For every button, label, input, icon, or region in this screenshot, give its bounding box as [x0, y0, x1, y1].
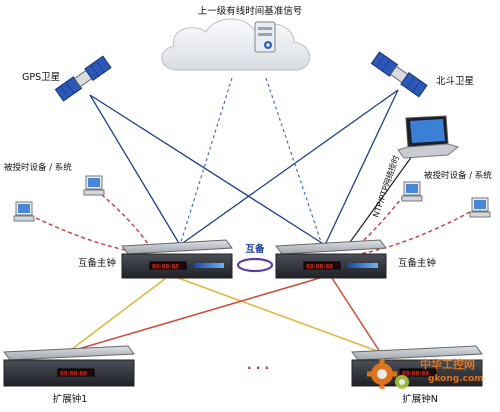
- backup-label: 互备: [245, 243, 265, 255]
- backup-ring: [236, 257, 274, 273]
- beidou-satellite: 北斗卫星: [370, 51, 474, 98]
- gps-satellite: GPS卫星: [22, 55, 112, 102]
- link-master-right-ext1: [67, 274, 331, 353]
- client-left-label: 被授时设备 / 系统: [4, 162, 72, 173]
- link-cloud-master-left: [179, 77, 233, 246]
- client-group-left: 被授时设备 / 系统: [4, 162, 105, 222]
- master-clock-right: 88:88:88 互备主钟: [275, 239, 436, 279]
- satellite-icon: [370, 51, 428, 98]
- link-master-left-extN: [169, 274, 381, 353]
- svg-text:88:88:88: 88:88:88: [152, 264, 179, 271]
- link-laptop-master-right: [347, 151, 416, 246]
- link-cloud-master-right: [265, 77, 323, 246]
- watermark-cn: 中华工控网: [420, 357, 475, 371]
- watermark: 中华工控网 gkong.com: [367, 357, 484, 389]
- link-beidou-master-right: [324, 89, 399, 246]
- satellite-icon: [54, 55, 112, 102]
- link-beidou-master-left: [179, 89, 399, 246]
- rack-clock-icon: 88:88:88: [121, 239, 233, 279]
- link-master-left-ext1: [67, 274, 171, 353]
- link-client-top-right: [359, 189, 409, 245]
- ext-right-label: 扩展钟N: [402, 393, 438, 405]
- watermark-url: gkong.com: [428, 374, 484, 384]
- cloud-icon: [161, 18, 310, 71]
- workstation-icon: [469, 197, 491, 218]
- svg-text:88:88:88: 88:88:88: [60, 371, 87, 378]
- ext-left-label: 扩展钟1: [53, 393, 88, 405]
- link-master-right-extN: [329, 274, 381, 353]
- workstation-icon: [83, 175, 105, 196]
- link-gps-master-left: [89, 94, 181, 246]
- ntp-link-label: NTP/PTP网络授时: [370, 154, 401, 219]
- client-group-right: 被授时设备 / 系统: [401, 170, 492, 218]
- connection-lines: [35, 77, 471, 353]
- gear-icon: [395, 375, 409, 389]
- rack-clock-icon: 88:88:88: [275, 239, 387, 279]
- workstation-icon: [401, 181, 423, 202]
- ellipsis-dots: · · ·: [247, 361, 269, 375]
- beidou-label: 北斗卫星: [436, 76, 474, 87]
- link-gps-master-right: [89, 94, 326, 246]
- laptop-icon: [397, 115, 460, 159]
- master-left-label: 互备主钟: [78, 257, 116, 269]
- link-client-right: [359, 211, 471, 255]
- workstation-icon: [13, 201, 35, 222]
- client-right-label: 被授时设备 / 系统: [424, 170, 492, 181]
- link-client-top-left: [95, 189, 149, 245]
- server-icon: [254, 21, 276, 53]
- upstream-cloud: 上一级有线时间基准信号: [161, 5, 310, 71]
- backup-link: 互备: [236, 243, 274, 273]
- extension-clock-1: 88:88:88 扩展钟1: [3, 345, 135, 405]
- rack-clock-icon: 88:88:88: [3, 345, 135, 387]
- gear-icon: [367, 359, 397, 389]
- master-clock-left: 88:88:88 互备主钟: [78, 239, 233, 279]
- svg-text:88:88:88: 88:88:88: [402, 371, 429, 378]
- svg-text:88:88:88: 88:88:88: [306, 264, 333, 271]
- gps-label: GPS卫星: [22, 72, 60, 83]
- cloud-title: 上一级有线时间基准信号: [198, 5, 303, 17]
- master-right-label: 互备主钟: [398, 257, 436, 269]
